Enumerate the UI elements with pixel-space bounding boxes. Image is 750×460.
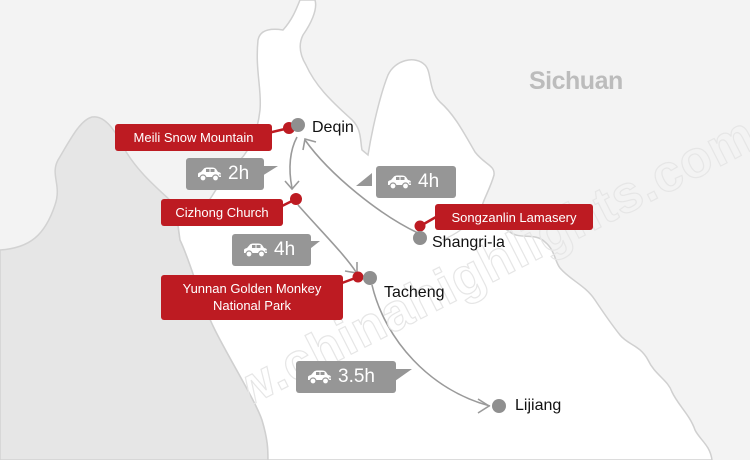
cizhong-dot xyxy=(290,193,302,205)
monkey-park-dot xyxy=(352,271,364,283)
drive-duration: 3.5h xyxy=(338,366,375,387)
shangrila-dot xyxy=(413,231,427,245)
car-icon xyxy=(386,174,412,190)
attraction-label-meili: Meili Snow Mountain xyxy=(115,124,272,151)
drive-duration: 4h xyxy=(274,239,296,260)
drive-duration: 4h xyxy=(418,171,440,192)
drive-badge-deqin-cizhong: 2h xyxy=(186,158,264,190)
drive-badge-shangrila-deqin: 4h xyxy=(376,166,456,198)
lijiang-dot xyxy=(492,399,506,413)
attraction-label-cizhong: Cizhong Church xyxy=(161,199,283,226)
tacheng-dot xyxy=(363,271,377,285)
drive-badge-cizhong-tacheng: 4h xyxy=(232,234,311,266)
monkey-park-line1: Yunnan Golden Monkey xyxy=(182,281,322,296)
city-label-lijiang: Lijiang xyxy=(515,397,562,414)
monkey-park-line2: National Park xyxy=(212,298,292,313)
attraction-label-monkey-park: Yunnan Golden Monkey National Park xyxy=(161,275,343,320)
car-icon xyxy=(306,369,332,385)
city-label-deqin: Deqin xyxy=(312,119,354,136)
city-label-shangrila: Shangri-la xyxy=(432,234,505,251)
car-icon xyxy=(242,242,268,258)
car-icon xyxy=(196,166,222,182)
songzanlin-dot xyxy=(414,220,426,232)
deqin-dot xyxy=(291,118,305,132)
city-label-tacheng: Tacheng xyxy=(384,284,445,301)
region-label-sichuan: Sichuan xyxy=(529,67,623,95)
attraction-label-songzanlin: Songzanlin Lamasery xyxy=(435,204,593,230)
drive-duration: 2h xyxy=(228,163,250,184)
drive-badge-tacheng-lijiang: 3.5h xyxy=(296,361,396,393)
